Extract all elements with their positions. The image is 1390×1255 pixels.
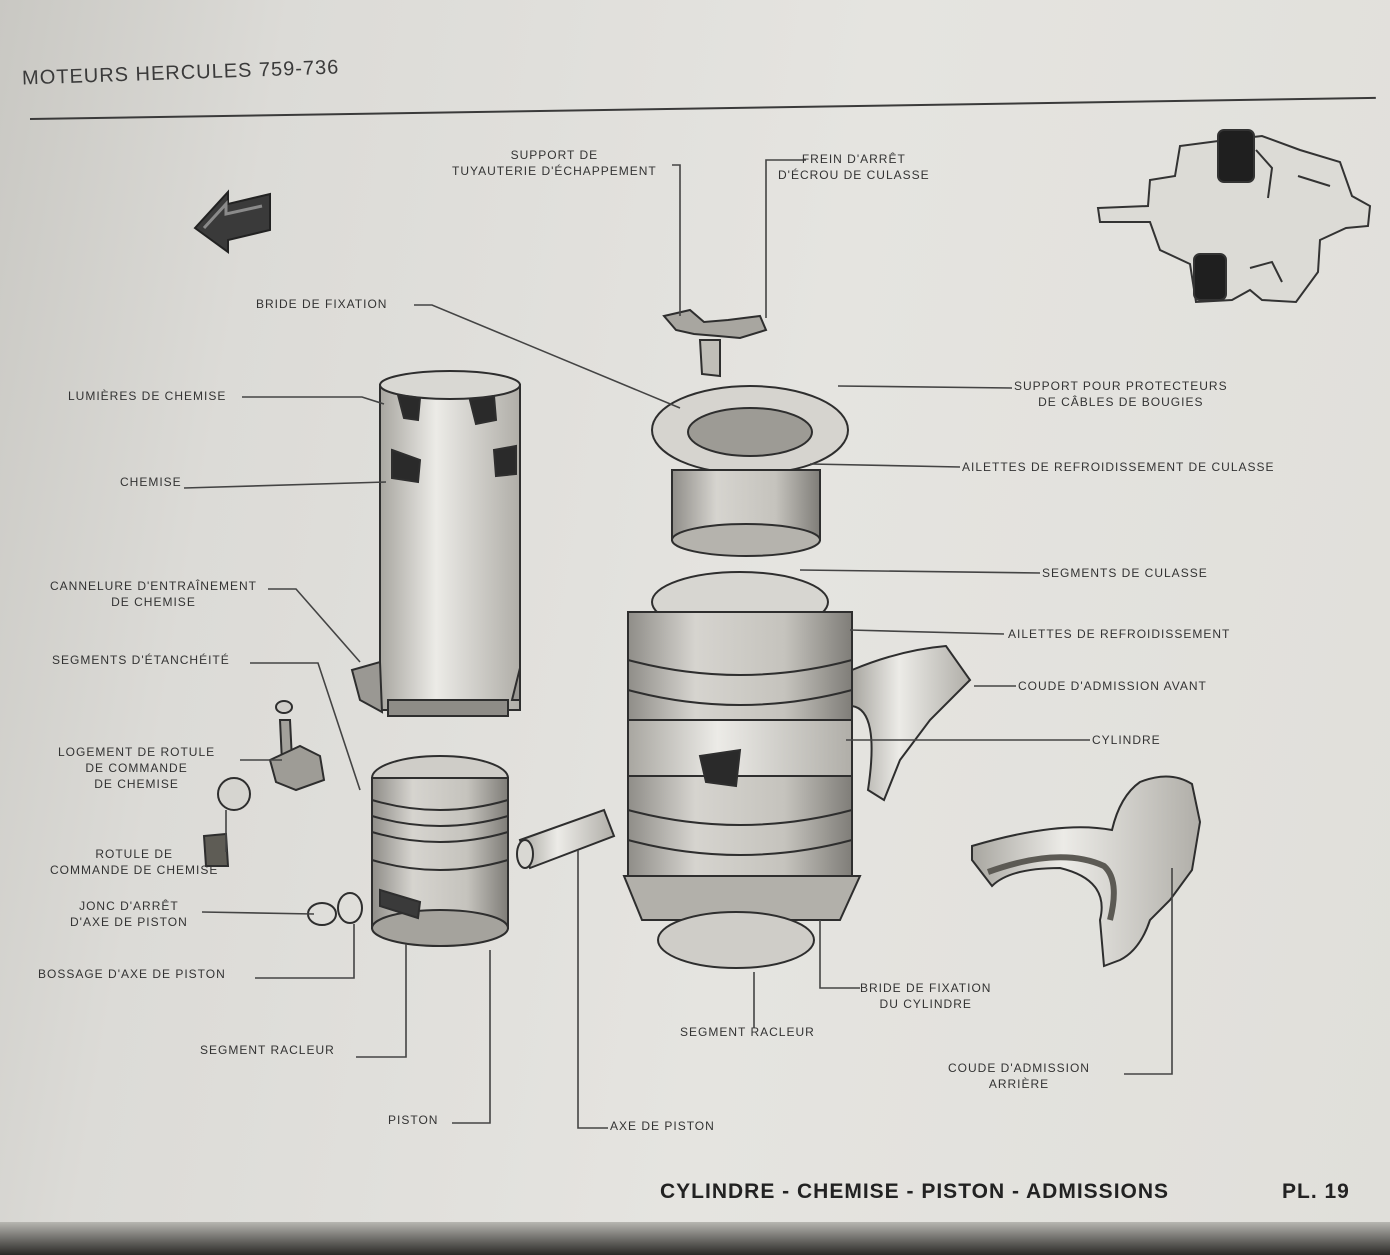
label-segments-culasse: SEGMENTS DE CULASSE: [1042, 566, 1208, 580]
label-line: FREIN D'ARRÊT: [801, 152, 906, 166]
label-frein-arret: FREIN D'ARRÊT D'ÉCROU DE CULASSE: [778, 151, 930, 183]
label-bride-fixation: BRIDE DE FIXATION: [256, 297, 388, 311]
piston-pin-drawing: [516, 808, 616, 870]
label-line: SUPPORT POUR PROTECTEURS: [1014, 379, 1228, 393]
label-line: ROTULE DE: [95, 847, 174, 861]
label-support-tuyauterie: SUPPORT DE TUYAUTERIE D'ÉCHAPPEMENT: [452, 147, 657, 179]
label-ailettes-culasse: AILETTES DE REFROIDISSEMENT DE CULASSE: [962, 460, 1275, 474]
label-line: BRIDE DE FIXATION: [860, 981, 992, 995]
label-bossage-axe: BOSSAGE D'AXE DE PISTON: [38, 967, 226, 981]
page-edge-shadow: [0, 1222, 1390, 1255]
plate-number: PL. 19: [1282, 1180, 1350, 1203]
label-line: CANNELURE D'ENTRAÎNEMENT: [50, 579, 257, 593]
direction-arrow-icon: [193, 189, 271, 254]
label-support-protecteurs: SUPPORT POUR PROTECTEURS DE CÂBLES DE BO…: [1014, 378, 1228, 410]
label-line: COUDE D'ADMISSION: [948, 1061, 1090, 1075]
engine-inset: [1096, 129, 1372, 304]
label-line: JONC D'ARRÊT: [79, 899, 179, 913]
label-logement-rotule: LOGEMENT DE ROTULE DE COMMANDE DE CHEMIS…: [58, 744, 215, 792]
label-segments-etancheite: SEGMENTS D'ÉTANCHÉITÉ: [52, 653, 230, 667]
label-segment-racleur-center: SEGMENT RACLEUR: [680, 1025, 815, 1039]
label-lumieres-chemise: LUMIÈRES DE CHEMISE: [68, 389, 227, 403]
label-line: SUPPORT DE: [510, 148, 599, 162]
label-line: D'AXE DE PISTON: [70, 915, 188, 929]
label-rotule-commande: ROTULE DE COMMANDE DE CHEMISE: [50, 846, 218, 878]
rear-intake-elbow-drawing: [971, 775, 1202, 968]
label-coude-arriere: COUDE D'ADMISSION ARRIÈRE: [948, 1060, 1090, 1092]
leader-lines: [183, 159, 1173, 1129]
label-line: DU CYLINDRE: [879, 997, 972, 1011]
label-jonc-arret: JONC D'ARRÊT D'AXE DE PISTON: [70, 898, 188, 930]
label-segment-racleur-left: SEGMENT RACLEUR: [200, 1043, 335, 1057]
liner-drawing: [350, 370, 521, 717]
label-line: DE CHEMISE: [94, 777, 179, 791]
piston-drawing: [307, 755, 509, 947]
label-axe-piston: AXE DE PISTON: [610, 1119, 715, 1133]
label-line: DE CHEMISE: [111, 595, 196, 609]
label-piston: PISTON: [388, 1113, 439, 1127]
label-line: ARRIÈRE: [988, 1077, 1050, 1091]
label-ailettes-refroidissement: AILETTES DE REFROIDISSEMENT: [1008, 627, 1231, 641]
label-cylindre: CYLINDRE: [1092, 733, 1161, 747]
label-bride-cylindre: BRIDE DE FIXATION DU CYLINDRE: [860, 980, 991, 1012]
label-coude-avant: COUDE D'ADMISSION AVANT: [1018, 679, 1207, 693]
label-line: TUYAUTERIE D'ÉCHAPPEMENT: [452, 164, 657, 178]
cylinder-head-drawing: [651, 308, 849, 557]
label-line: LOGEMENT DE ROTULE: [58, 745, 216, 759]
label-line: DE COMMANDE: [85, 761, 188, 775]
plate-caption: CYLINDRE - CHEMISE - PISTON - ADMISSIONS: [660, 1180, 1170, 1203]
label-cannelure: CANNELURE D'ENTRAÎNEMENT DE CHEMISE: [50, 578, 257, 610]
label-line: D'ÉCROU DE CULASSE: [778, 168, 930, 182]
label-line: COMMANDE DE CHEMISE: [50, 863, 219, 877]
control-ball-parts: [202, 700, 326, 867]
cylinder-barrel-drawing: [622, 571, 972, 969]
label-line: DE CÂBLES DE BOUGIES: [1038, 395, 1204, 409]
label-chemise: CHEMISE: [120, 475, 182, 489]
